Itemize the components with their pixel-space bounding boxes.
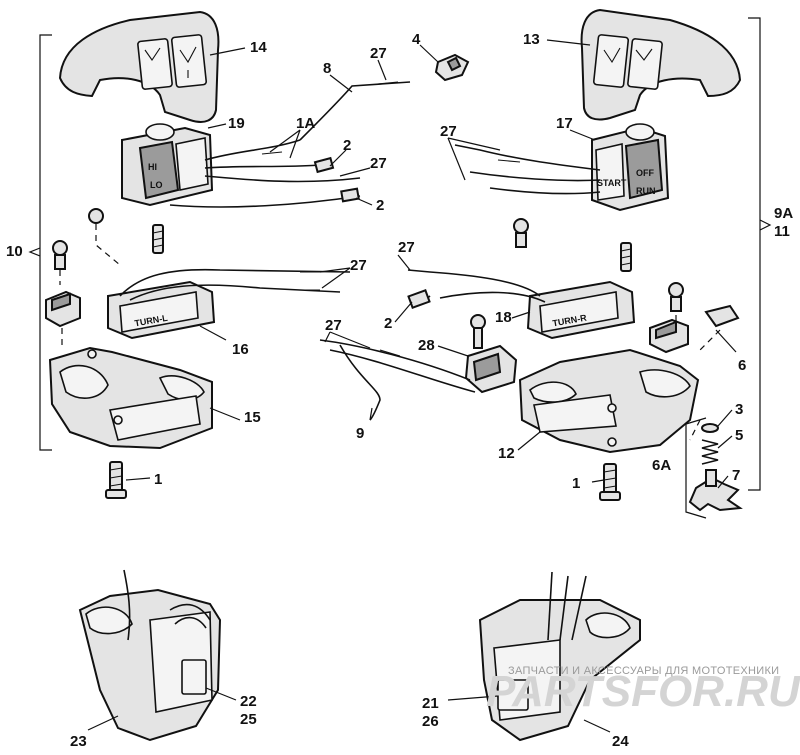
callout-18: 18 [495,309,512,326]
screw-bottom-left [105,461,127,499]
callout-2-lower: 2 [384,315,392,332]
callout-15: 15 [244,409,261,426]
terminal-connector-middle [407,289,431,309]
left-dimmer-switch-block: HI LO [121,123,214,207]
callout-3: 3 [735,401,743,418]
screw-left-top [88,208,121,266]
callout-19: 19 [228,115,245,132]
lower-center-wire-harness [319,339,476,421]
terminal-connector-upper-a [313,156,335,174]
screw-bottom-right [599,463,621,501]
start-label: START [597,178,627,188]
callout-1-right: 1 [572,475,580,492]
right-switch-cover [580,8,742,121]
callout-28: 28 [418,337,435,354]
right-turn-switch: TURN-R [526,280,636,340]
right-lower-housing [518,348,700,454]
callout-25: 25 [240,711,257,728]
assembly-bracket-6a [685,417,707,519]
callout-6a: 6A [652,457,671,474]
lo-label: LO [150,180,163,190]
retainer-plate-right [699,304,740,351]
left-turn-switch: TURN-L [107,280,216,340]
relay-switch-box [464,314,518,394]
callout-27-mid-left: 27 [350,257,367,274]
callout-23: 23 [70,733,87,750]
callout-11: 11 [774,223,790,240]
terminal-connector-upper-b [340,187,360,203]
right-run-start-switch-block: START OFF RUN [591,123,670,212]
leader-lines [87,39,737,733]
upper-left-wire-harness [169,81,411,208]
callout-5: 5 [735,427,743,444]
watermark-caption: ЗАПЧАСТИ И АКСЕССУАРЫ ДЛЯ МОТОТЕХНИКИ [508,665,779,677]
callout-8: 8 [323,60,331,77]
callout-22: 22 [240,693,257,710]
left-lower-housing [48,346,213,450]
watermark: PARTSFOR.RU ЗАПЧАСТИ И АКСЕССУАРЫ ДЛЯ МО… [486,665,800,716]
callout-labels: 14 13 8 27 4 19 1A 17 27 2 27 2 9A 11 10… [6,31,793,750]
callout-9: 9 [356,425,364,442]
small-connector-part [434,53,470,82]
callout-2-mid: 2 [376,197,384,214]
left-switch-cover [58,10,220,123]
screw-left-mid [52,240,68,285]
wire-clip-right [649,318,689,354]
middle-left-wire-harness [119,268,351,301]
callout-27-upper-right: 27 [440,123,457,140]
callout-7: 7 [732,467,740,484]
callout-10: 10 [6,243,23,260]
callout-27-center: 27 [398,239,415,256]
detent-spring-assembly [688,419,743,512]
screw-right-top [513,218,529,248]
callout-27-upper-mid: 27 [370,155,387,172]
callout-4: 4 [412,31,421,48]
screw-right-mid [668,282,684,330]
callout-24: 24 [612,733,629,750]
screw-upper-left [152,224,164,254]
callout-13: 13 [523,31,540,48]
assembly-bracket-right [748,17,772,491]
run-label: RUN [636,186,656,196]
upper-right-wire-harness [454,144,601,195]
alt-right-housing [478,571,641,742]
callout-16: 16 [232,341,249,358]
callout-9a: 9A [774,205,793,222]
screw-upper-right [620,242,632,272]
callout-6: 6 [738,357,746,374]
alt-left-housing [78,569,222,742]
callout-26: 26 [422,713,439,730]
wire-clip-left [45,290,81,350]
callout-1a: 1A [296,115,315,132]
callout-27-lower: 27 [325,317,342,334]
callout-27-top: 27 [370,45,387,62]
callout-1-left: 1 [154,471,162,488]
callout-14: 14 [250,39,267,56]
off-label: OFF [636,168,654,178]
callout-12: 12 [498,445,515,462]
assembly-bracket-left [28,34,52,451]
callout-17: 17 [556,115,573,132]
hi-label: HI [148,162,157,172]
callout-2-upper: 2 [343,137,351,154]
callout-21: 21 [422,695,439,712]
watermark-logo: PARTSFOR.RU [486,667,800,716]
